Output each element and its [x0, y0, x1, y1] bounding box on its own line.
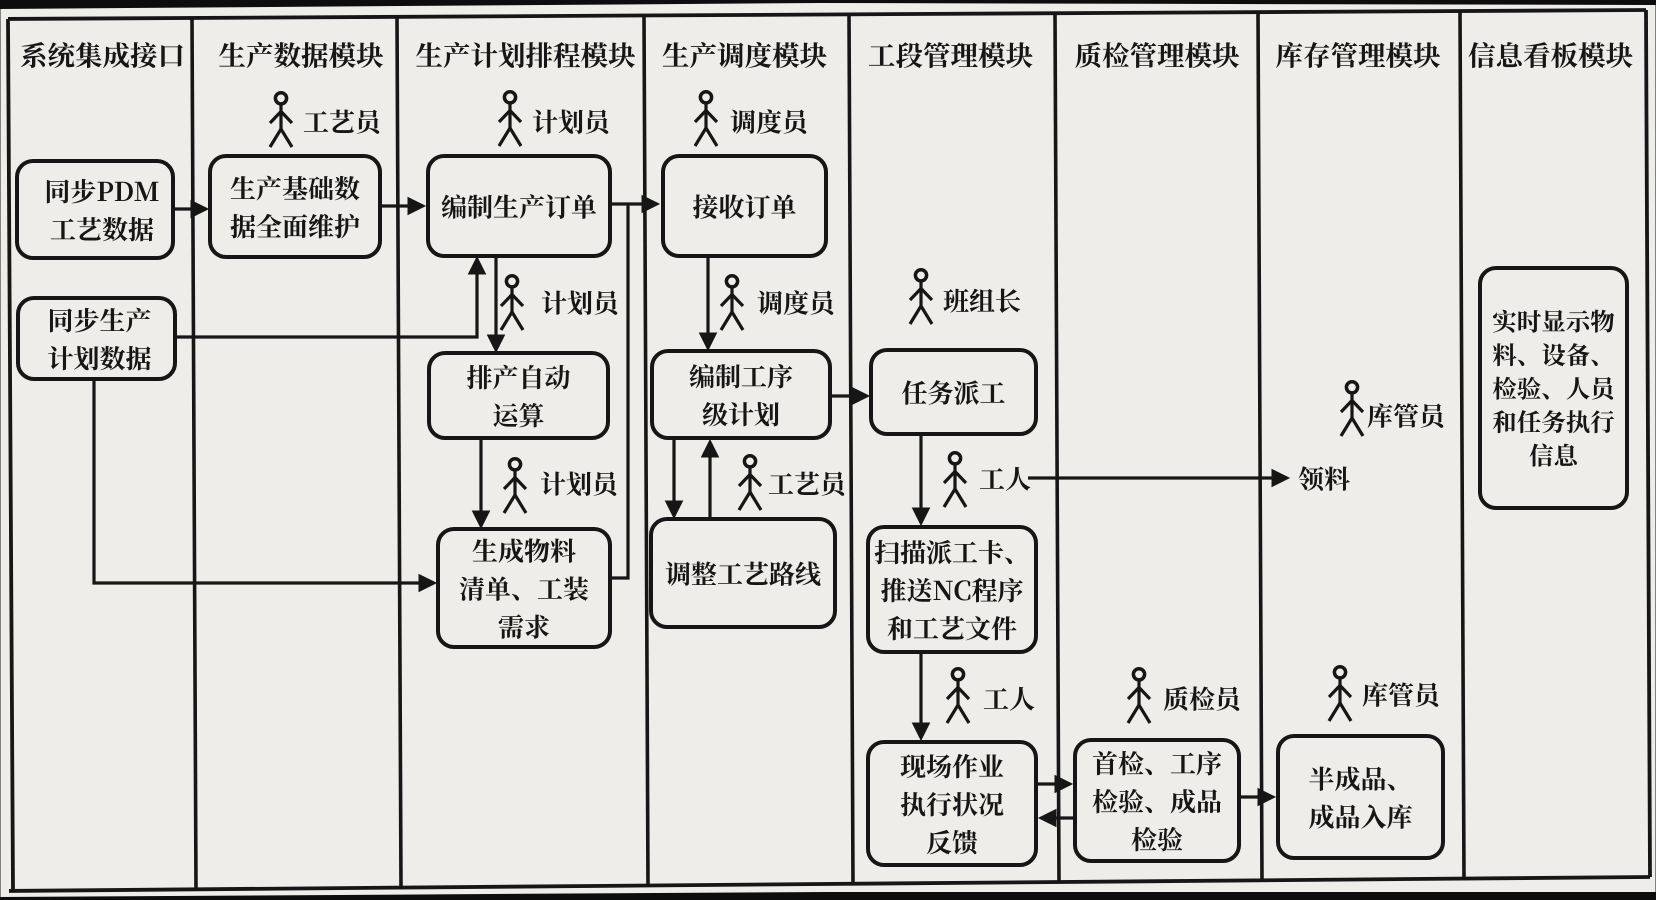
svg-text:库存管理模块: 库存管理模块 [1276, 34, 1441, 74]
svg-text:领料: 领料 [1298, 460, 1350, 497]
svg-text:任务派工: 任务派工 [901, 374, 1005, 411]
svg-text:和任务执行: 和任务执行 [1492, 404, 1615, 439]
svg-text:工人: 工人 [979, 460, 1031, 497]
svg-text:成品入库: 成品入库 [1308, 798, 1412, 835]
svg-text:生产计划排程模块: 生产计划排程模块 [416, 34, 636, 74]
svg-text:工艺数据: 工艺数据 [50, 210, 154, 247]
svg-text:工艺员: 工艺员 [303, 103, 381, 140]
svg-text:级计划: 级计划 [702, 395, 780, 432]
svg-text:计划数据: 计划数据 [47, 339, 151, 376]
svg-text:运算: 运算 [492, 396, 544, 433]
svg-text:推送NC程序: 推送NC程序 [880, 571, 1023, 608]
svg-text:班组长: 班组长 [943, 282, 1021, 319]
svg-text:检验、成品: 检验、成品 [1092, 782, 1222, 819]
svg-text:质检员: 质检员 [1163, 680, 1241, 717]
svg-text:执行状况: 执行状况 [900, 785, 1004, 822]
svg-text:编制工序: 编制工序 [689, 357, 793, 394]
svg-text:调度员: 调度员 [730, 103, 808, 140]
svg-text:现场作业: 现场作业 [900, 747, 1004, 784]
svg-text:系统集成接口: 系统集成接口 [20, 34, 185, 74]
svg-text:调整工艺路线: 调整工艺路线 [665, 555, 821, 592]
svg-text:工艺员: 工艺员 [768, 465, 846, 502]
svg-text:反馈: 反馈 [926, 823, 978, 860]
svg-text:计划员: 计划员 [532, 103, 610, 140]
svg-text:库管员: 库管员 [1362, 676, 1440, 713]
svg-text:首检、工序: 首检、工序 [1092, 744, 1222, 781]
svg-text:实时显示物: 实时显示物 [1492, 304, 1615, 339]
svg-text:检验、人员: 检验、人员 [1492, 371, 1615, 406]
svg-text:接收订单: 接收订单 [692, 188, 796, 225]
svg-text:据全面维护: 据全面维护 [230, 207, 360, 244]
svg-text:库管员: 库管员 [1367, 397, 1445, 434]
svg-text:同步PDM: 同步PDM [44, 172, 159, 209]
svg-text:工人: 工人 [983, 680, 1035, 717]
svg-text:需求: 需求 [498, 608, 550, 645]
svg-text:编制生产订单: 编制生产订单 [441, 188, 597, 225]
svg-text:排产自动: 排产自动 [466, 358, 570, 395]
svg-text:生产调度模块: 生产调度模块 [662, 34, 827, 74]
svg-text:清单、工装: 清单、工装 [459, 570, 589, 607]
svg-text:调度员: 调度员 [757, 284, 835, 321]
svg-text:信息看板模块: 信息看板模块 [1468, 34, 1633, 74]
svg-text:计划员: 计划员 [541, 284, 619, 321]
svg-text:同步生产: 同步生产 [47, 301, 151, 338]
svg-text:工段管理模块: 工段管理模块 [868, 34, 1033, 74]
svg-text:检验: 检验 [1131, 820, 1183, 857]
svg-text:扫描派工卡、: 扫描派工卡、 [874, 533, 1030, 570]
svg-text:信息: 信息 [1529, 438, 1578, 473]
svg-text:和工艺文件: 和工艺文件 [887, 609, 1017, 646]
svg-text:料、设备、: 料、设备、 [1492, 337, 1615, 372]
svg-text:计划员: 计划员 [540, 465, 618, 502]
svg-text:质检管理模块: 质检管理模块 [1075, 34, 1240, 74]
svg-text:生产数据模块: 生产数据模块 [219, 34, 384, 74]
svg-text:半成品、: 半成品、 [1308, 760, 1412, 797]
svg-text:生成物料: 生成物料 [472, 532, 576, 569]
svg-text:生产基础数: 生产基础数 [230, 169, 360, 206]
